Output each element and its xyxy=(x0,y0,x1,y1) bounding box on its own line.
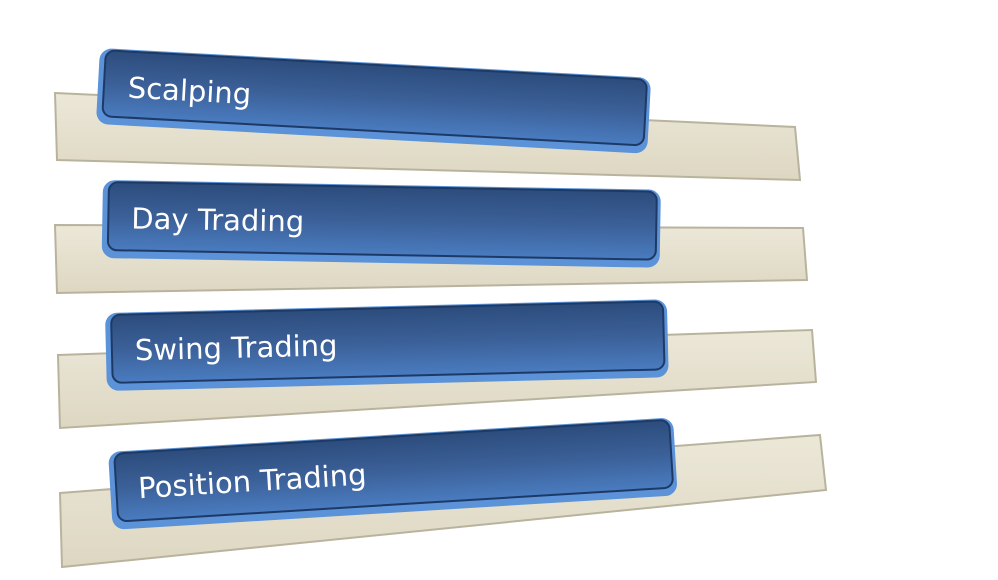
label-box: Swing Trading xyxy=(105,299,669,391)
diagram-row-swing-trading: Swing Trading xyxy=(56,299,818,430)
item-label: Swing Trading xyxy=(135,328,338,367)
diagram-row-day-trading: Day Trading xyxy=(53,180,809,295)
diagram-row-scalping: Scalping xyxy=(53,48,802,182)
item-label: Scalping xyxy=(127,71,252,112)
diagram-row-position-trading: Position Trading xyxy=(58,418,828,569)
label-box: Scalping xyxy=(96,48,651,154)
label-box: Day Trading xyxy=(101,180,661,268)
label-box: Position Trading xyxy=(108,418,677,530)
item-label: Day Trading xyxy=(131,202,304,239)
